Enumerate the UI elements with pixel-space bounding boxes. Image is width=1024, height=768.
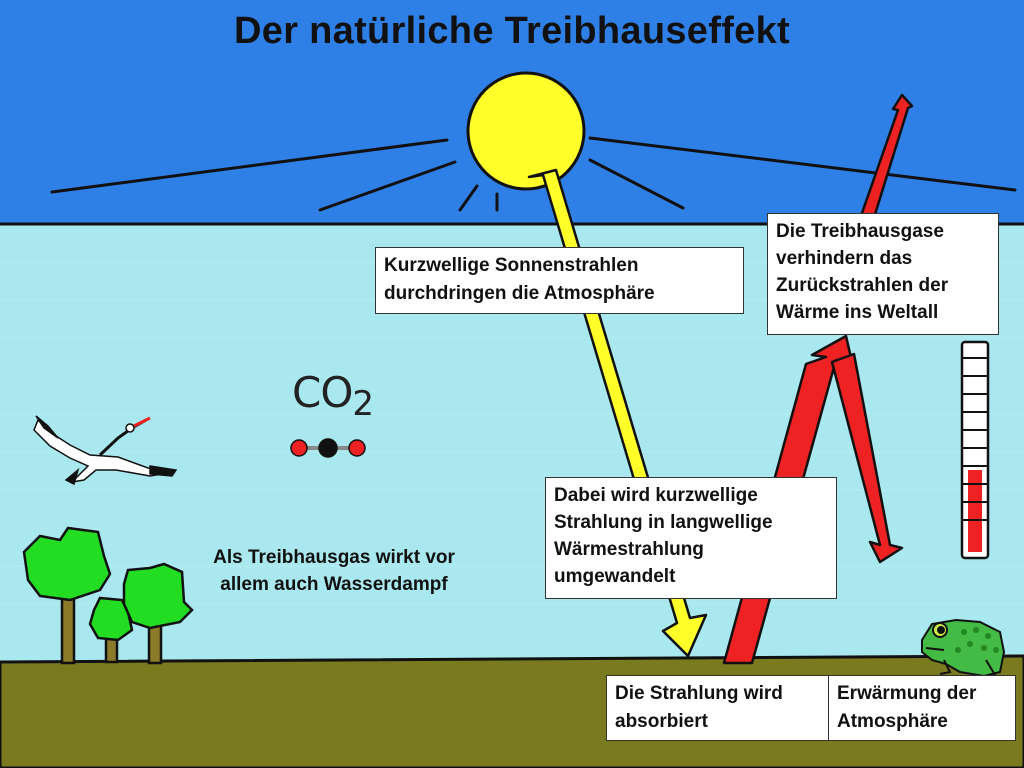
- warming-label: Erwärmung der Atmosphäre: [828, 675, 1016, 741]
- co2-label: CO2: [292, 368, 374, 424]
- absorbed-label: Die Strahlung wird absorbiert: [606, 675, 828, 741]
- sun-rays: [50, 136, 1017, 212]
- frog-icon: [921, 618, 1006, 681]
- thermometer-icon: [960, 340, 990, 560]
- tree-icon: [22, 526, 194, 665]
- sun-rays-label: Kurzwellige Sonnenstrahlen durchdringen …: [375, 247, 744, 314]
- conversion-label: Dabei wird kurzwellige Strahlung in lang…: [545, 477, 837, 599]
- page-title: Der natürliche Treibhauseffekt: [234, 10, 790, 52]
- stork-icon: [33, 415, 178, 486]
- water-vapor-label: Als Treibhausgas wirkt vor allem auch Wa…: [213, 547, 455, 595]
- co2-molecule-icon: [290, 438, 366, 458]
- greenhouse-gases-label: Die Treibhausgase verhindern das Zurücks…: [767, 213, 999, 335]
- sun-icon: [466, 71, 586, 191]
